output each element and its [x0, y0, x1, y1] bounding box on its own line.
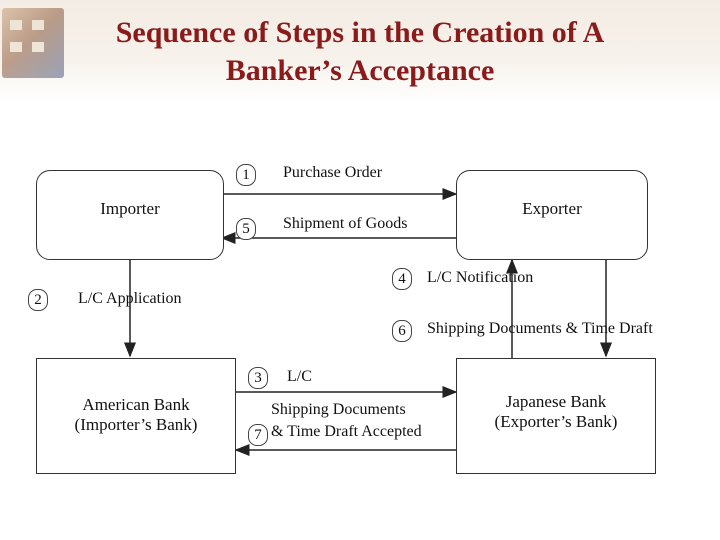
page-title: Sequence of Steps in the Creation of A B… [115, 16, 605, 87]
bank-building-logo [2, 8, 64, 78]
step-label-lc-notification: L/C Notification [427, 269, 534, 286]
step-number-5: 5 [236, 218, 256, 240]
step-number-2: 2 [28, 289, 48, 311]
step-label-lc-application: L/C Application [78, 290, 182, 307]
japanese-bank-node: Japanese Bank (Exporter’s Bank) [456, 358, 656, 474]
step-label-accepted-line1: Shipping Documents [271, 401, 406, 418]
step-number-7: 7 [248, 424, 268, 446]
importer-node: Importer [36, 170, 224, 260]
japanese-bank-label: Japanese Bank [505, 392, 607, 411]
american-bank-node: American Bank (Importer’s Bank) [36, 358, 236, 474]
step-label-accepted-line2: & Time Draft Accepted [271, 423, 422, 440]
step-label-purchase-order: Purchase Order [283, 164, 383, 181]
step-number-4: 4 [392, 268, 412, 290]
american-bank-label: American Bank [82, 395, 190, 414]
exporter-label: Exporter [522, 199, 582, 218]
step-label-shipping-documents-time-draft: Shipping Documents & Time Draft [427, 320, 653, 337]
japanese-bank-sublabel: (Exporter’s Bank) [494, 412, 618, 431]
step-number-6: 6 [392, 320, 412, 342]
exporter-node: Exporter [456, 170, 648, 260]
step-label-lc: L/C [287, 368, 312, 385]
step-number-1: 1 [236, 164, 256, 186]
step-label-shipment-of-goods: Shipment of Goods [283, 215, 408, 232]
american-bank-sublabel: (Importer’s Bank) [74, 415, 198, 434]
header-band [0, 0, 720, 102]
importer-label: Importer [100, 199, 160, 218]
step-number-3: 3 [248, 367, 268, 389]
